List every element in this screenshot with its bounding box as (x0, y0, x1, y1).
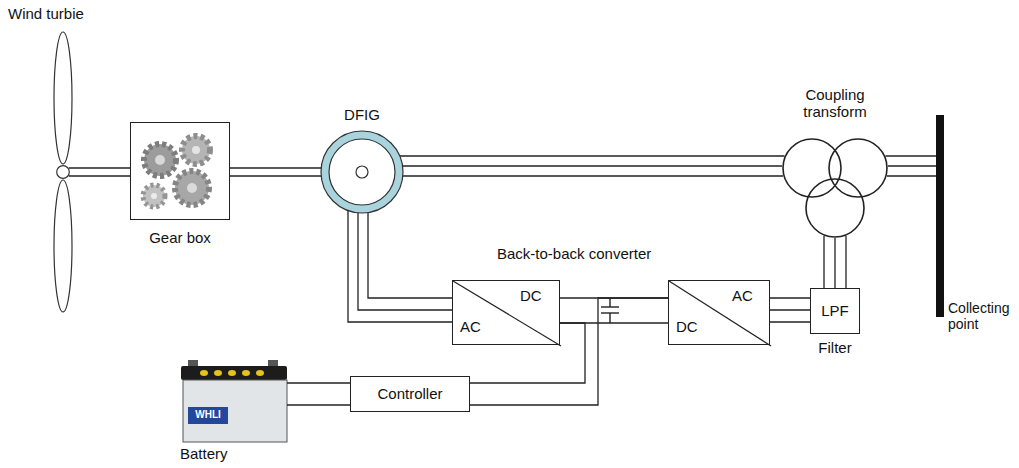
wire-line (885, 155, 936, 156)
turbine-hub (56, 165, 70, 179)
wire-connector (824, 236, 846, 288)
generator-rotor (329, 139, 395, 205)
generator-shaft (356, 166, 368, 178)
wire-connector (348, 211, 452, 322)
controller: Controller (350, 376, 470, 412)
wire-line (69, 175, 130, 176)
transformer-winding (829, 139, 887, 197)
wire-connector (230, 168, 321, 176)
capacitor-symbol (601, 298, 619, 323)
shape-drawing (782, 138, 888, 238)
node-text: LPF (810, 302, 860, 319)
wire-line (230, 167, 321, 168)
wire-line (823, 236, 824, 288)
wire-connector (69, 168, 130, 176)
converter-diagonal (669, 281, 771, 346)
wire-connector (470, 323, 585, 383)
shape-drawing (669, 281, 771, 346)
transformer-winding (783, 139, 841, 197)
filter: LPF Filter (800, 288, 870, 363)
node-text: Battery (180, 445, 270, 462)
transformer-winding (806, 179, 864, 237)
gearbox-box (130, 122, 230, 220)
wire-line (770, 321, 810, 322)
wire-connector (287, 383, 350, 405)
transformer-symbol (782, 138, 888, 238)
node-text: AC (732, 287, 764, 304)
shape-drawing (320, 130, 404, 214)
battery-picture (181, 360, 287, 442)
node-text: DC (520, 287, 552, 304)
wire-line (888, 165, 936, 166)
node-text: DC (676, 318, 706, 335)
turbine-blade (54, 180, 72, 312)
generator-circle (320, 130, 404, 214)
wire-line (834, 238, 835, 288)
wire-connector (400, 156, 785, 176)
wire-line (887, 175, 936, 176)
wire-line (470, 323, 585, 383)
wind-turbine: Wind turbie (0, 0, 140, 318)
brand-label: WHLI (188, 409, 228, 421)
wire-connector (470, 298, 668, 405)
shape-drawing (453, 281, 561, 346)
wire-line (368, 213, 452, 298)
node-text: Collecting point (948, 300, 1016, 332)
turbine-hub (57, 166, 70, 179)
generator: DFIG (310, 100, 410, 218)
converter-box (452, 280, 560, 345)
node-text: DFIG (322, 106, 402, 123)
node-text: AC (460, 318, 490, 335)
wire-line (230, 175, 321, 176)
turbine-blade (54, 32, 72, 164)
shape-drawing (56, 165, 70, 179)
node-text: Gear box (125, 229, 235, 246)
grid-converter: DC AC (668, 280, 770, 345)
wire-line (470, 298, 668, 405)
wire-line (770, 297, 810, 298)
collecting-point: Collecting point (930, 112, 1019, 357)
group-label: Back-to-back converter (497, 245, 651, 262)
wire-connector (885, 156, 936, 176)
wire-line (287, 404, 350, 405)
wire-connector (770, 298, 810, 322)
converter-box (668, 280, 770, 345)
wire-connector (560, 298, 668, 323)
coupling-transformer: Coupling transform (775, 84, 895, 244)
node-text: Wind turbie (8, 5, 128, 22)
wire-line (348, 211, 452, 322)
busbar (936, 115, 944, 317)
node-text: Controller (350, 385, 470, 402)
wire-line (770, 309, 810, 310)
wire-line (403, 165, 783, 166)
gear-box: Gear box (120, 115, 240, 255)
wire-line (358, 213, 452, 310)
converter-diagonal (453, 281, 561, 346)
battery: Battery (176, 358, 294, 468)
node-text: Filter (800, 339, 870, 356)
wire-line (400, 155, 785, 156)
gear-picture (143, 136, 210, 207)
rotor-converter: AC DC (452, 280, 560, 345)
wire-line (69, 167, 130, 168)
wire-line (403, 175, 783, 176)
battery-outline (181, 362, 287, 442)
generator-ring (321, 131, 403, 213)
wire-line (287, 382, 350, 383)
wire-line (845, 236, 846, 288)
node-text: Coupling transform (790, 86, 880, 121)
